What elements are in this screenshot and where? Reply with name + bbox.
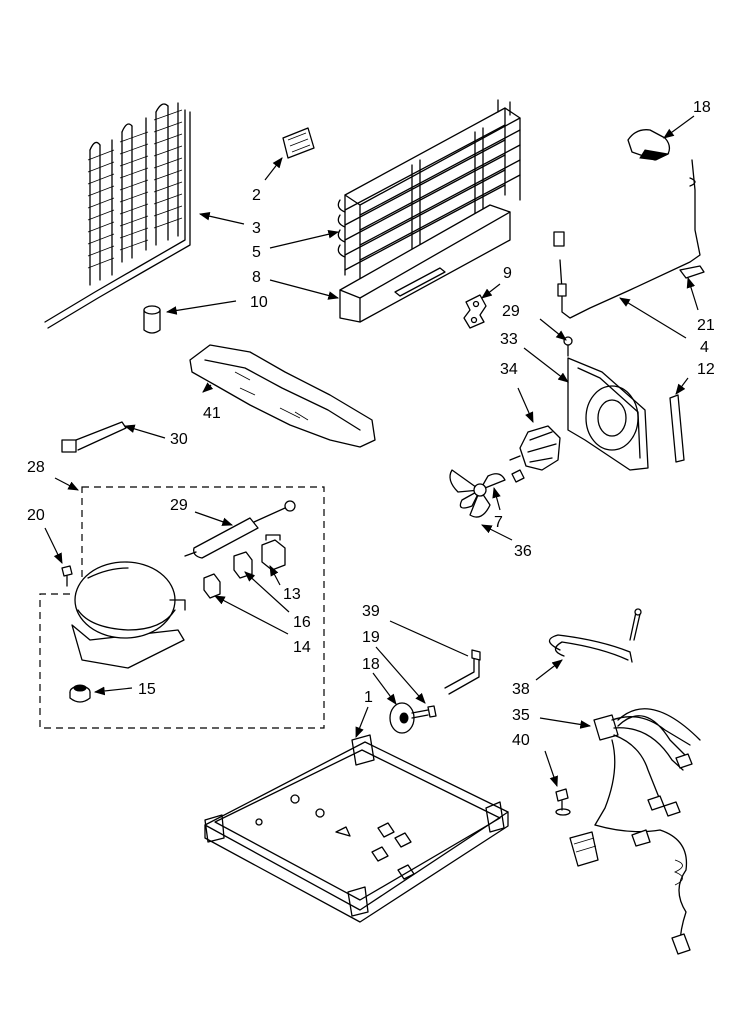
roller-axle xyxy=(411,705,437,719)
compressor xyxy=(71,561,186,669)
foam-pad xyxy=(282,127,315,159)
wire-harness xyxy=(569,708,701,955)
cable-tie xyxy=(61,421,127,453)
callout-18: 19 xyxy=(362,629,380,646)
compressor-plug xyxy=(203,573,221,599)
callout-41: 41 xyxy=(203,405,221,422)
ground-screw xyxy=(555,788,571,816)
callout-21: 29 xyxy=(502,303,520,320)
leveling-rod xyxy=(444,649,481,695)
drier xyxy=(184,500,296,559)
callout-33: 33 xyxy=(500,331,518,348)
callout-3: 3 xyxy=(252,220,261,237)
evaporator-cover xyxy=(189,344,376,448)
callout-34: 34 xyxy=(500,361,518,378)
evaporator-drain-pan xyxy=(339,204,511,323)
callout-9: 10 xyxy=(250,294,268,311)
callout-17: 18 xyxy=(362,656,380,673)
callout-2: 2 xyxy=(252,187,261,204)
callout-28: 28 xyxy=(27,459,45,476)
leader-lines xyxy=(44,115,699,788)
callout-8: 9 xyxy=(503,265,512,282)
callout-29: 29 xyxy=(170,497,188,514)
callout-12: 13 xyxy=(283,586,301,603)
insulation-strip xyxy=(669,394,685,463)
callout-7: 8 xyxy=(252,269,261,286)
callout-19: 21 xyxy=(697,317,715,334)
callout-30: 30 xyxy=(170,431,188,448)
water-tube xyxy=(548,608,642,663)
callout-13: 14 xyxy=(293,639,311,656)
callout-16: 18 xyxy=(693,99,711,116)
grommet xyxy=(69,684,91,703)
callout-39: 39 xyxy=(362,603,380,620)
filter-drier xyxy=(143,305,161,334)
relay xyxy=(261,534,286,571)
roller xyxy=(389,702,415,734)
callout-35: 35 xyxy=(512,707,530,724)
base-pan xyxy=(204,734,509,923)
fan-nut xyxy=(511,469,525,483)
callout-36: 36 xyxy=(514,543,532,560)
callout-14: 15 xyxy=(138,681,156,698)
defrost-thermostat xyxy=(627,129,671,161)
callout-10: 12 xyxy=(697,361,715,378)
bracket xyxy=(463,294,487,329)
fan-blade xyxy=(449,469,506,518)
callout-labels: 2 3 5 8 10 9 18 21 4 29 33 34 12 7 36 41… xyxy=(27,99,715,749)
callout-40: 40 xyxy=(512,732,530,749)
callout-1: 1 xyxy=(364,689,373,706)
overload xyxy=(233,551,253,579)
callout-20: 20 xyxy=(27,507,45,524)
callout-5: 5 xyxy=(252,244,261,261)
fan-shroud xyxy=(567,357,649,471)
callout-15: 16 xyxy=(293,614,311,631)
callout-38: 38 xyxy=(512,681,530,698)
callout-6: 7 xyxy=(494,514,503,531)
callout-4: 4 xyxy=(700,339,709,356)
fan-motor xyxy=(509,425,561,471)
defrost-heater xyxy=(553,159,705,319)
compressor-screw xyxy=(61,565,73,587)
evaporator xyxy=(337,99,521,281)
condenser-coil xyxy=(44,102,191,329)
